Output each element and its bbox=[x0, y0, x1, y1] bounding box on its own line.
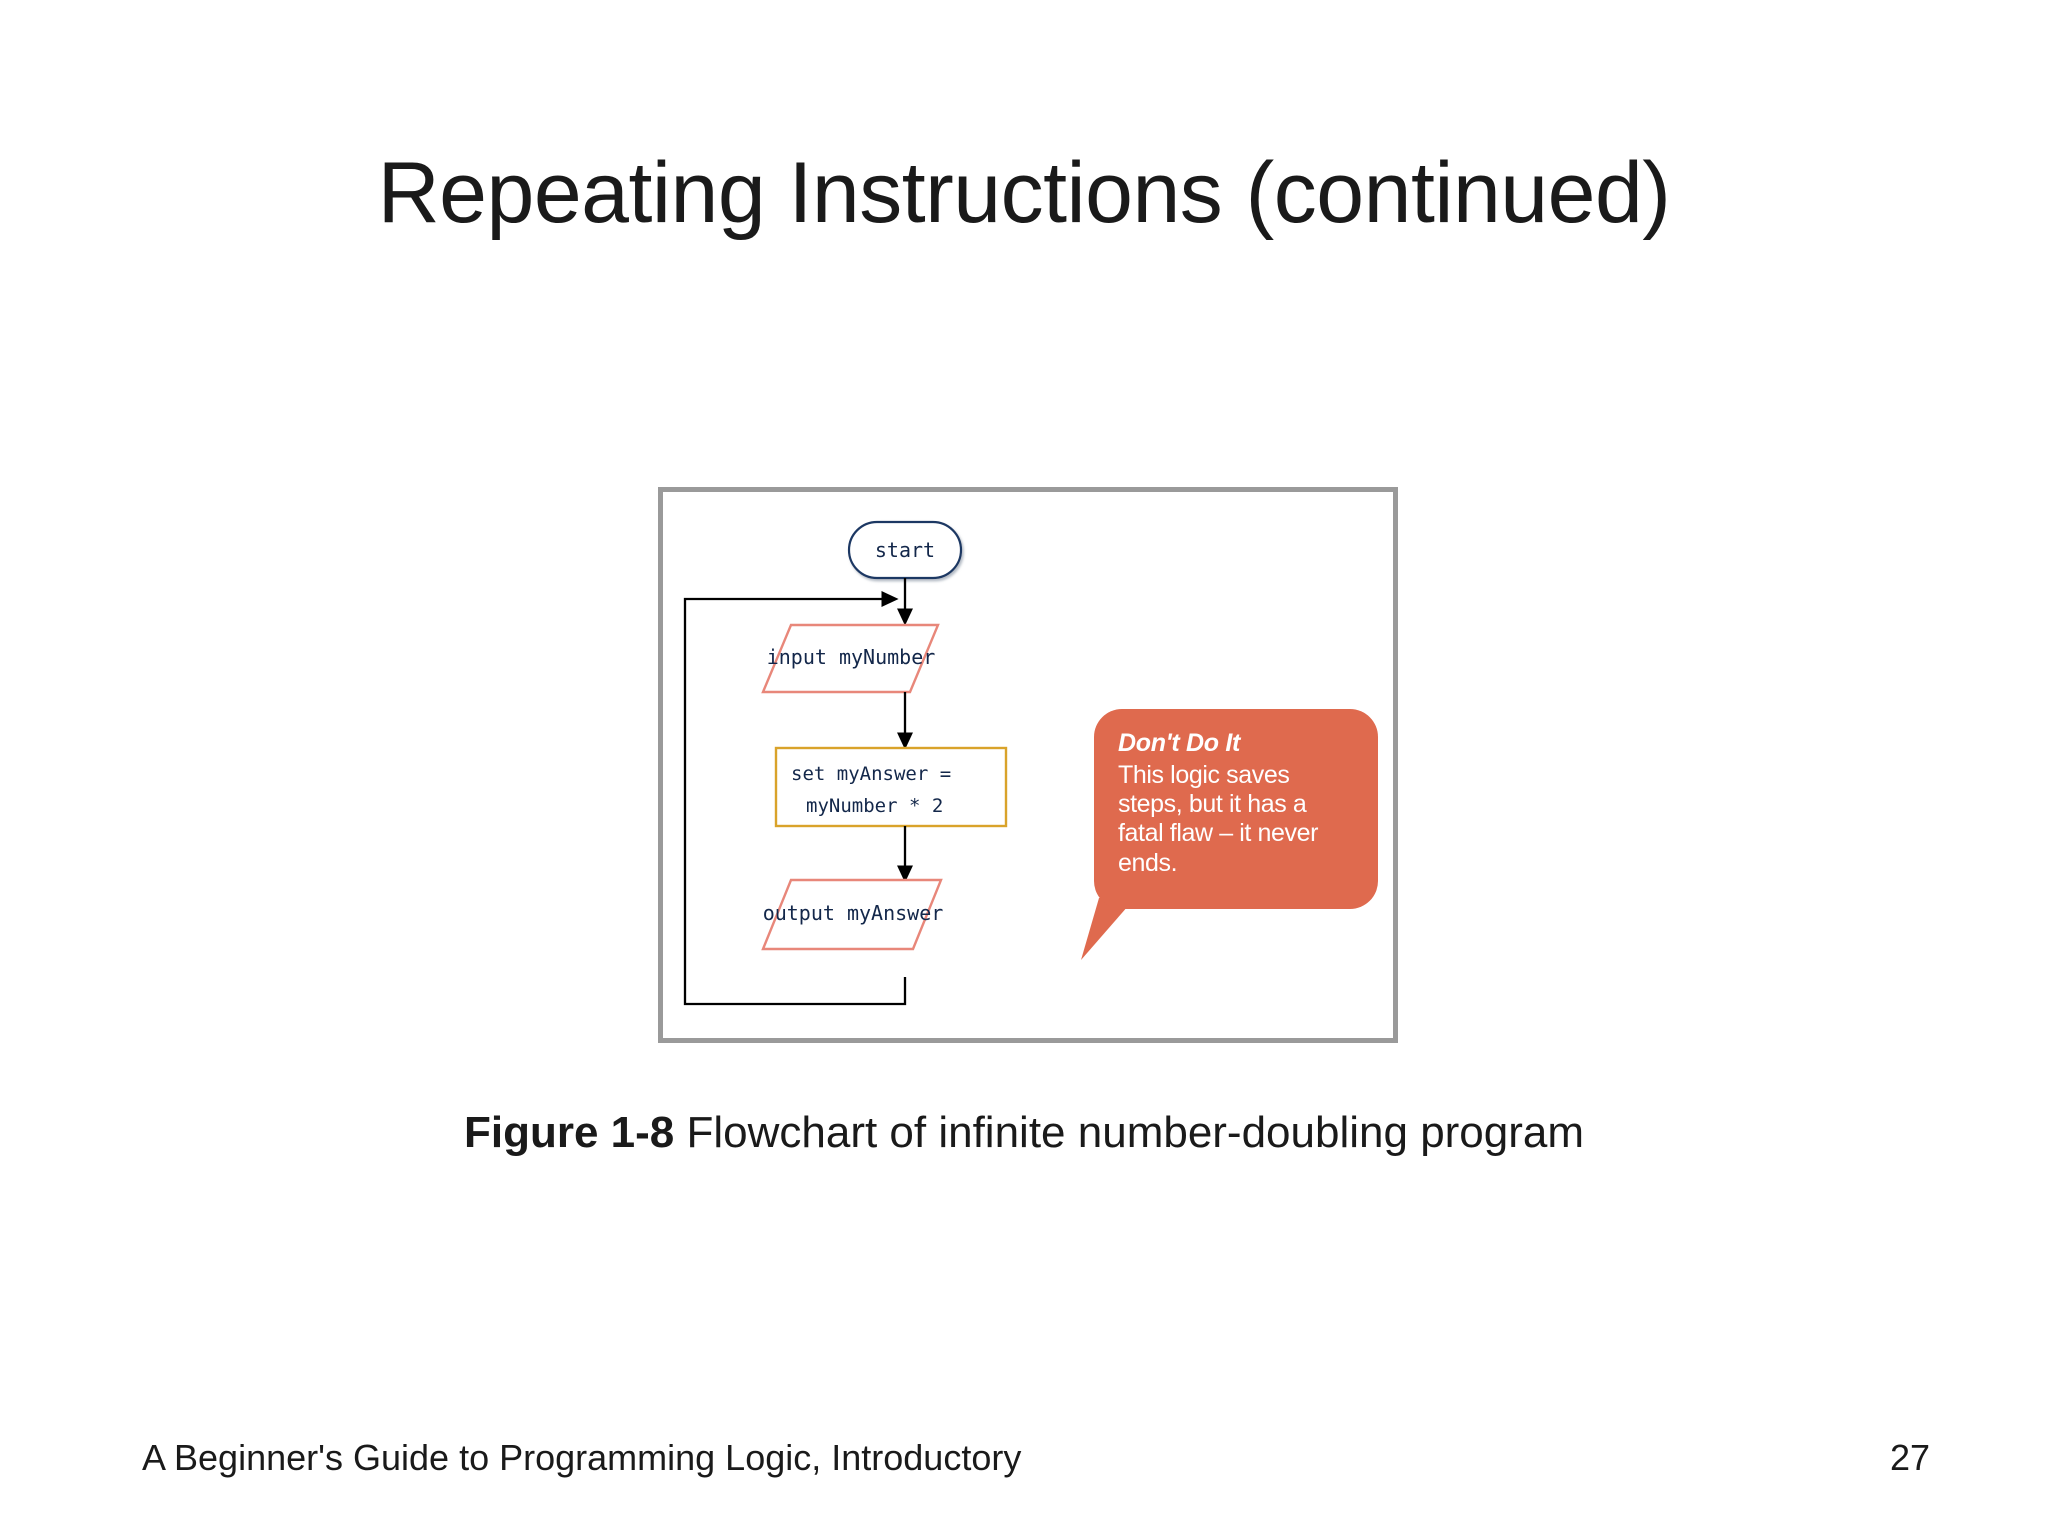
input-parallelogram-shape bbox=[761, 623, 940, 694]
set-process-shape bbox=[774, 746, 1008, 828]
input-label: input myNumber bbox=[767, 645, 936, 669]
figure-caption-label: Figure 1-8 bbox=[463, 1108, 675, 1157]
page-number: 27 bbox=[1889, 1437, 1930, 1478]
edge-loop-back bbox=[683, 590, 907, 1006]
figure-caption: Figure 1-8 Flowchart of infinite number-… bbox=[0, 1108, 2048, 1158]
callout-box: Don't Do It This logic saves steps, but … bbox=[1094, 709, 1378, 909]
flow-node-start: start bbox=[847, 520, 963, 580]
flow-node-output: output myAnswer bbox=[761, 878, 944, 951]
figure-caption-text: Flowchart of infinite number-doubling pr… bbox=[674, 1108, 1585, 1157]
set-label-line2: myNumber * 2 bbox=[806, 795, 943, 817]
output-parallelogram-shape bbox=[761, 878, 943, 951]
flow-node-input: input myNumber bbox=[761, 623, 940, 694]
callout-body: This logic saves steps, but it has a fat… bbox=[1118, 760, 1319, 877]
start-label: start bbox=[875, 538, 935, 562]
page-title: Repeating Instructions (continued) bbox=[377, 145, 1671, 241]
flow-node-set: set myAnswer = myNumber * 2 bbox=[774, 746, 1008, 828]
callout-title: Don't Do It bbox=[1118, 729, 1241, 757]
footer-book-title: A Beginner's Guide to Programming Logic,… bbox=[142, 1437, 1022, 1478]
set-label-line1: set myAnswer = bbox=[791, 763, 951, 785]
output-label: output myAnswer bbox=[763, 901, 944, 925]
flowchart-diagram: start input myNumber set myAnswer = myNu… bbox=[683, 520, 1008, 1006]
callout-tail bbox=[1081, 898, 1135, 960]
